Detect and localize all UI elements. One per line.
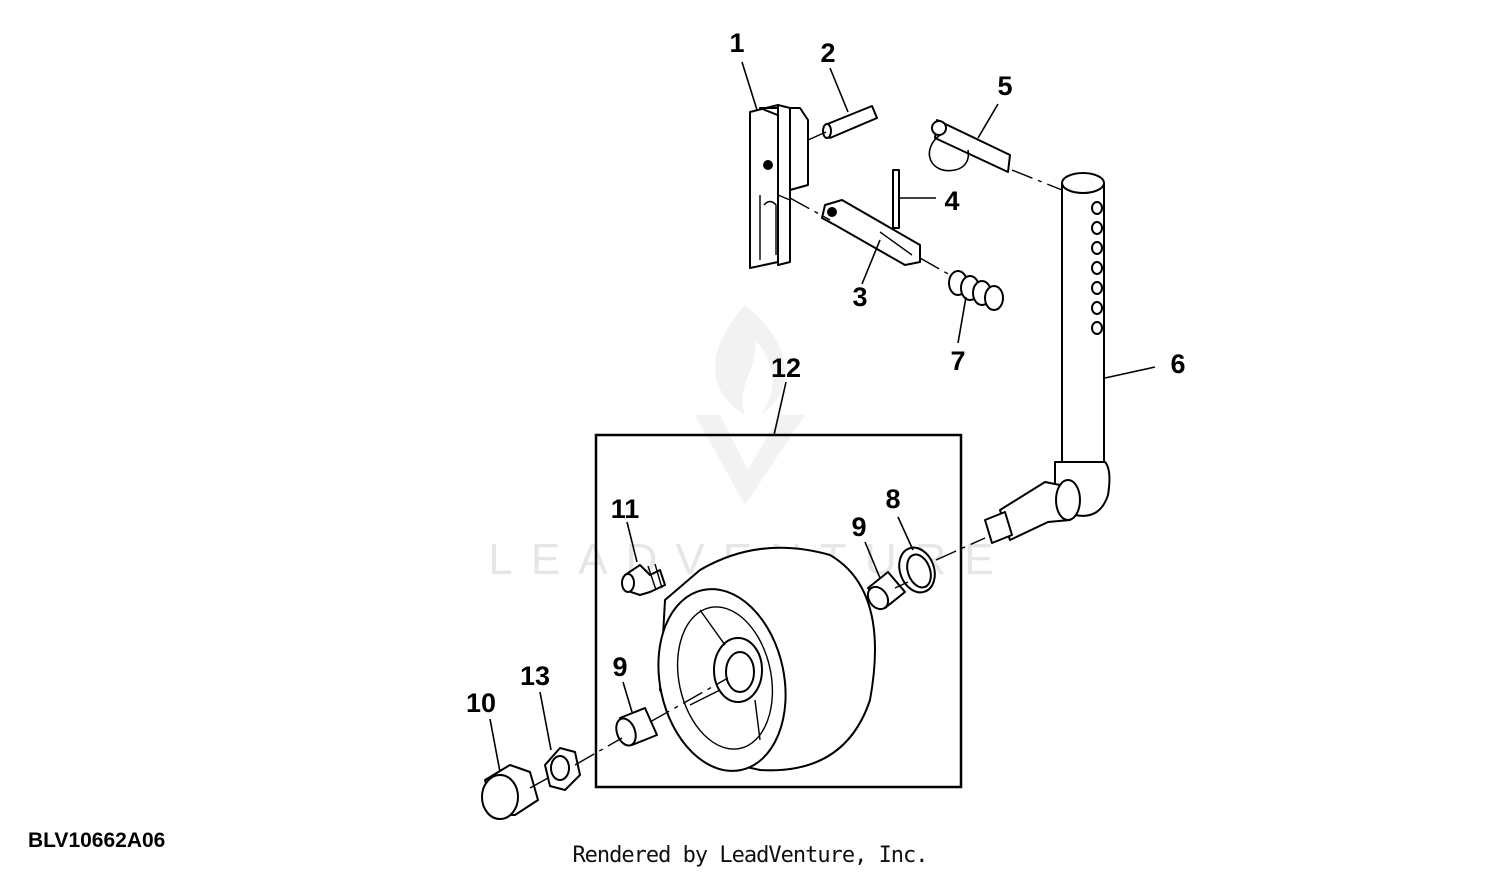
latch-rod-part [821, 199, 921, 266]
pin-part [822, 105, 878, 139]
nut-part [544, 747, 581, 791]
leader-12 [773, 381, 787, 436]
leader-3 [861, 239, 881, 285]
callout-4: 4 [944, 186, 959, 216]
leader-5 [977, 103, 999, 139]
callout-10: 10 [466, 688, 496, 718]
callout-3: 3 [852, 282, 867, 312]
leader-9b [622, 681, 633, 713]
cap-part [481, 764, 539, 820]
axis-line-2 [807, 131, 827, 141]
callout-6: 6 [1170, 349, 1185, 379]
bushing-part-upper [866, 571, 906, 611]
leader-8 [897, 516, 914, 551]
axis-line-5 [935, 537, 986, 561]
leader-10 [489, 718, 501, 773]
axis-line-3 [919, 257, 951, 276]
axis-line-8 [574, 737, 623, 766]
leader-1 [741, 61, 758, 111]
spring-pin-part [892, 169, 900, 229]
leader-2 [829, 67, 849, 113]
axis-line-9 [529, 777, 549, 789]
callout-8: 8 [885, 484, 900, 514]
callout-12: 12 [771, 353, 801, 383]
callout-5: 5 [997, 71, 1012, 101]
wheel-assembly-box [594, 433, 963, 789]
axis-line-1 [789, 197, 831, 221]
caster-post-part [984, 172, 1111, 544]
bracket-part [749, 104, 809, 269]
axis-line-7 [649, 677, 729, 723]
axis-line-6 [894, 581, 909, 589]
snap-ring-part [898, 546, 936, 594]
leader-7 [957, 296, 967, 344]
callout-13: 13 [520, 661, 550, 691]
leader-13 [539, 691, 552, 751]
leader-6 [1104, 366, 1156, 379]
leader-11 [626, 521, 638, 563]
callout-2: 2 [820, 38, 835, 68]
callout-11: 11 [611, 494, 640, 524]
callout-9-upper: 9 [851, 512, 866, 542]
watermark-logo [695, 305, 805, 505]
bushing-part-lower [615, 707, 658, 747]
render-credit: Rendered by LeadVenture, Inc. [572, 843, 928, 868]
diagram-code: BLV10662A06 [28, 829, 166, 852]
callout-1: 1 [729, 28, 744, 58]
grease-fitting-part [621, 563, 666, 596]
lynch-pin-part [928, 119, 1011, 173]
spring-part [948, 270, 1004, 311]
wheel-part [657, 546, 876, 772]
callout-7: 7 [950, 346, 965, 376]
leader-9a [864, 541, 881, 579]
callout-9-lower: 9 [612, 652, 627, 682]
axis-line-4 [1011, 169, 1063, 191]
